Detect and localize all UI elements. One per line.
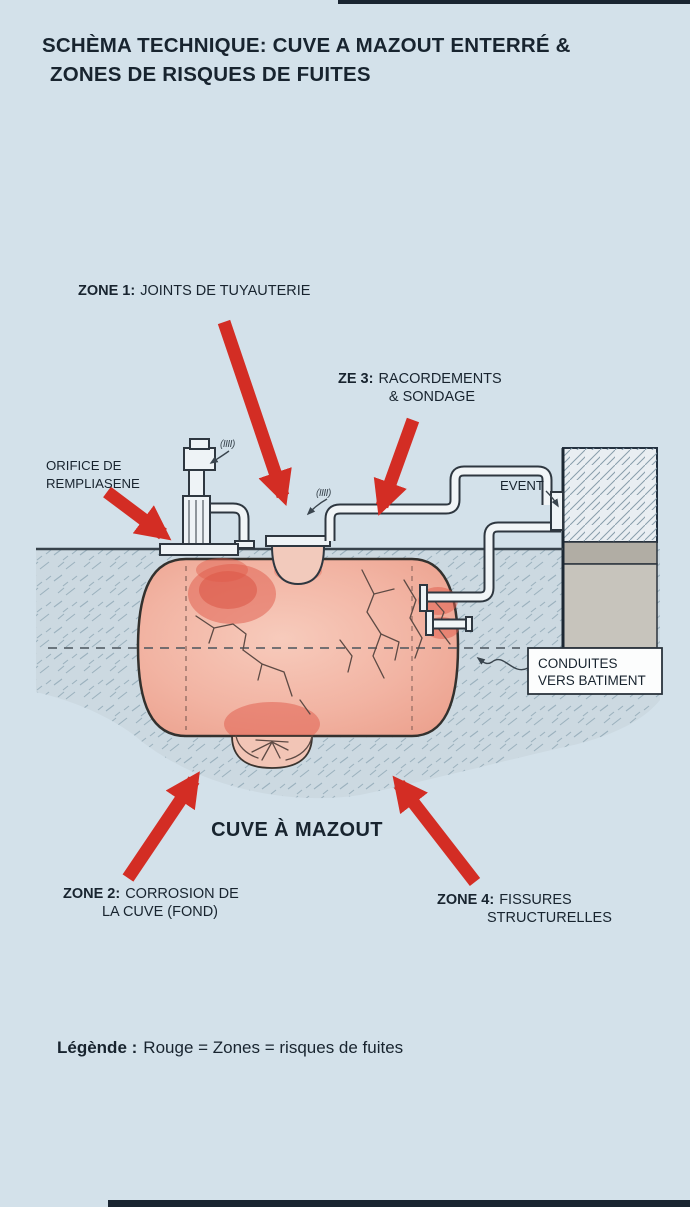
zone2-label-line1: ZONE 2:CORROSION DE — [63, 886, 239, 902]
page-title-line2: ZONES DE RISQUES DE FUITES — [50, 63, 371, 86]
conduites-leader — [476, 656, 529, 671]
legend-text: Légènde :Rouge = Zones = risques de fuit… — [57, 1038, 403, 1057]
fill-cap-body — [183, 447, 216, 471]
fill-assembly — [159, 438, 255, 556]
event-leader — [545, 490, 559, 508]
piping — [159, 438, 564, 636]
pipe-run-building — [428, 523, 561, 601]
conduites-label-line1: CONDUITES — [538, 656, 618, 671]
dome-shape — [231, 735, 313, 769]
manhole — [265, 535, 331, 586]
manhole-flange — [265, 535, 331, 547]
zone4-label-line2: STRUCTURELLES — [487, 910, 612, 926]
top-edge-bar — [338, 0, 690, 4]
building-slab — [562, 541, 658, 565]
fill-riser — [188, 467, 205, 499]
risk-arrows — [103, 319, 481, 886]
arrow-zone1 — [217, 319, 292, 506]
bottom-edge-bar — [108, 1200, 690, 1207]
conduites-box — [527, 647, 663, 695]
zone3-label-line2: & SONDAGE — [389, 389, 476, 405]
pipe-run-vent — [326, 467, 551, 541]
orifice-label-line1: ORIFICE DE — [46, 458, 122, 473]
stub-b-cap — [465, 616, 473, 632]
arrow-orifice — [103, 486, 172, 541]
arrow-zone3 — [373, 417, 420, 516]
zone3-label-line1: ZE 3:RACORDEMENTS — [338, 371, 502, 387]
arrow-zone2 — [122, 771, 200, 882]
tank-stub-flange-a — [419, 584, 428, 612]
leak-blob-top-left-core — [199, 571, 257, 609]
leader-lines — [209, 450, 559, 671]
tank-label: CUVE À MAZOUT — [211, 818, 383, 841]
leak-blob-bottom — [224, 702, 320, 746]
zone1-label: ZONE 1:JOINTS DE TUYAUTERIE — [78, 283, 311, 299]
page-title-line1: SCHÈMA TECHNIQUE: CUVE A MAZOUT ENTERRÉ … — [42, 34, 571, 57]
scribble-note-1: (IIII) — [220, 439, 235, 450]
building — [561, 447, 658, 649]
arrow-zone4 — [392, 775, 481, 886]
leak-blob-top-left — [188, 564, 276, 624]
orifice-label-line2: REMPLIASENE — [46, 476, 140, 491]
zone4-label-line1: ZONE 4:FISSURES — [437, 892, 572, 908]
zone2-label-line2: LA CUVE (FOND) — [102, 904, 218, 920]
event-label: EVENT — [500, 478, 544, 493]
scribble-note-2: (IIII) — [316, 488, 331, 499]
scribble1-leader — [209, 450, 230, 464]
tank-cracks — [195, 569, 451, 715]
grade-flange — [159, 543, 239, 556]
corrosion-dome — [231, 735, 313, 769]
conduites-label-line2: VERS BATIMENT — [538, 673, 646, 688]
scribble2-leader — [306, 498, 328, 516]
building-wall-hatch — [563, 448, 657, 542]
leak-blob-fill-pipe — [196, 558, 248, 582]
manhole-dome — [270, 545, 326, 586]
building-foundation — [562, 563, 658, 649]
tank-stub-flange-b — [425, 610, 434, 636]
fill-elbow-pipe — [209, 504, 248, 542]
fill-cap-top — [189, 438, 210, 450]
labels: SCHÈMA TECHNIQUE: CUVE A MAZOUT ENTERRÉ … — [42, 34, 646, 1057]
